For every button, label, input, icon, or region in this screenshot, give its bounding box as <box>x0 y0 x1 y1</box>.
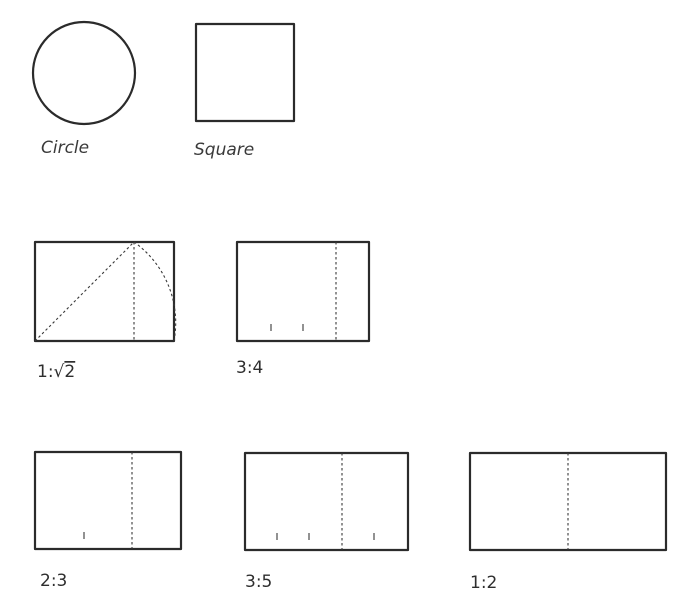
root2-label: 1:√2 <box>37 362 75 382</box>
root2-diagonal-guide <box>34 241 135 342</box>
ratio-1-2-figure: 1:2 <box>468 451 668 593</box>
square-figure: Square <box>194 22 296 160</box>
ratio-3-4-rectangle <box>235 240 371 343</box>
ratio-2-3-rectangle <box>33 450 183 551</box>
ratio-3-4-label: 3:4 <box>236 358 263 378</box>
circle-shape <box>31 20 137 126</box>
ratio-2-3-figure: 2:3 <box>33 450 183 591</box>
square-shape <box>194 22 296 123</box>
root2-arc-guide <box>133 241 177 342</box>
square-label: Square <box>194 140 254 160</box>
ratio-3-5-figure: 3:5 <box>243 451 410 592</box>
root2-rectangle <box>33 240 176 343</box>
circle-figure: Circle <box>31 20 137 158</box>
ratio-1-2-label: 1:2 <box>470 573 497 593</box>
ratio-3-5-label: 3:5 <box>245 572 272 592</box>
ratio-3-4-figure: 3:4 <box>235 240 371 378</box>
root2-rectangle-figure: 1:√2 <box>33 240 177 382</box>
ratio-3-5-rectangle <box>243 451 410 552</box>
circle-label: Circle <box>41 138 89 158</box>
ratio-2-3-label: 2:3 <box>40 571 67 591</box>
